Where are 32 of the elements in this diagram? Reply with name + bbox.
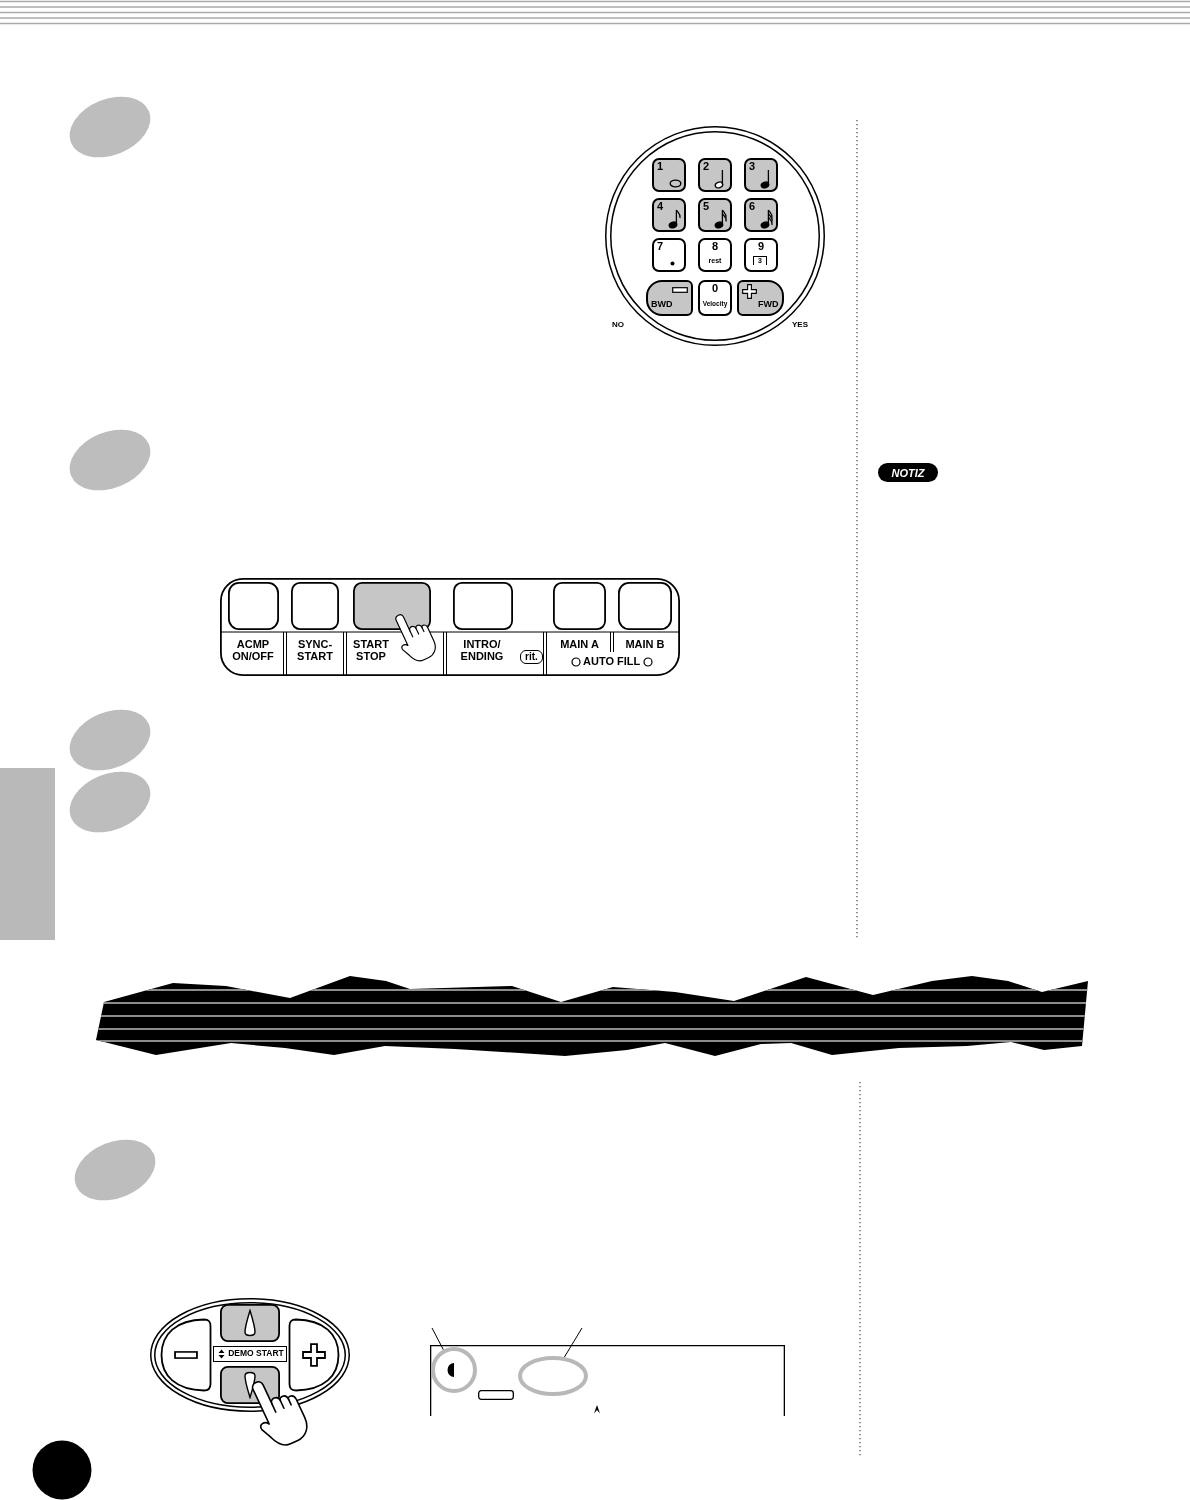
number-key: 6 [744, 198, 778, 232]
panel-button: ACMP ON/OFF [224, 582, 283, 672]
forward-key: FWD [737, 280, 784, 316]
highlight-circle [431, 1347, 477, 1393]
panel-caption: DEMO START [227, 1348, 285, 1358]
panel-button: SYNC- START [287, 582, 343, 672]
minus-button [160, 1318, 212, 1392]
highlight-oval [518, 1356, 588, 1396]
number-key: 2 [698, 158, 732, 192]
demo-button-panel [150, 1298, 350, 1412]
plus-button [288, 1318, 340, 1392]
function-caption: AUTO FILL [583, 655, 641, 667]
up-button [220, 1304, 280, 1342]
number-key: 1 [652, 158, 686, 192]
number-key: 5 [698, 198, 732, 232]
label-plate [213, 1346, 287, 1362]
number-key: 3 [744, 158, 778, 192]
number-key: 4 [652, 198, 686, 232]
backward-key: BWD [646, 280, 693, 316]
key-caption: NO [612, 320, 624, 329]
leader-line [431, 1327, 444, 1351]
leader-line [563, 1327, 583, 1358]
panel-button: INTRO/ ENDING [447, 582, 517, 672]
button-panel [220, 578, 680, 676]
note-tag: NOTIZ [878, 463, 938, 482]
key-caption: YES [792, 320, 808, 329]
lcd-display [430, 1345, 785, 1416]
tempo-mark-label: rit. [520, 650, 543, 664]
keypad-panel [605, 126, 825, 346]
panel-button: START STOP [347, 582, 443, 672]
chapter-tab [0, 768, 55, 940]
number-key: 7 [652, 238, 686, 272]
